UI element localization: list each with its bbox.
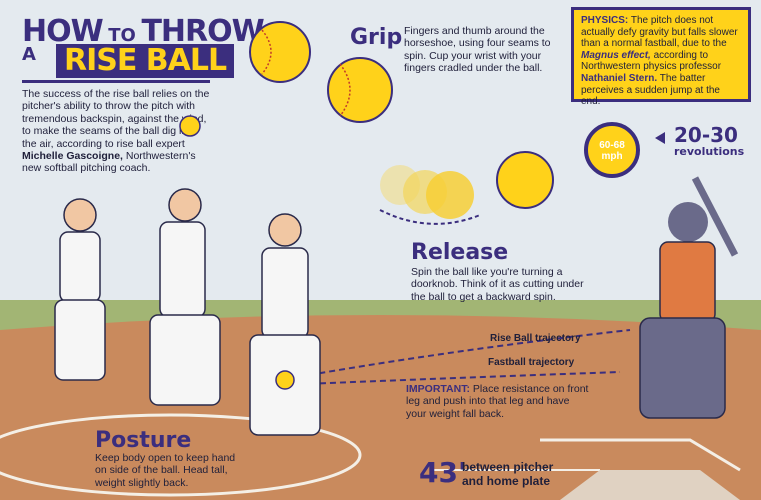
revolutions-label: revolutions — [674, 145, 745, 158]
distance-label-line-2: and home plate — [462, 474, 551, 488]
posture-text: Keep body open to keep hand on side of t… — [95, 452, 236, 489]
release-ball — [275, 370, 295, 390]
revolutions-value: 20-30 — [674, 123, 738, 147]
page-title: HOW TO THROW — [22, 14, 265, 49]
title-how: HOW — [22, 14, 104, 49]
title-to: TO — [108, 25, 136, 46]
title-throw: THROW — [141, 14, 264, 49]
pitcher-stage-1 — [54, 198, 106, 381]
physics-text-2: according to Northwestern physics profes… — [581, 49, 722, 73]
important-label: IMPORTANT: — [406, 383, 470, 395]
release-text: Spin the ball like you're turning a door… — [411, 266, 584, 303]
distance-label-line-1: between pitcher — [462, 460, 554, 474]
release-balls — [380, 151, 554, 219]
speed-value: 60-68 — [599, 140, 625, 151]
distance-value: 43' — [419, 456, 467, 489]
physics-label: PHYSICS: — [581, 15, 629, 26]
intro-block: The success of the rise ball relies on t… — [22, 88, 210, 175]
wind-up-ball — [179, 115, 201, 137]
physics-text-1: The pitch does not actually defy gravity… — [581, 15, 738, 50]
release-arc — [379, 209, 481, 225]
important-text: Place resistance on front leg and push i… — [406, 383, 589, 420]
expert-role: Northwestern's new softball pitching coa… — [22, 150, 196, 175]
distance-label: between pitcher and home plate — [462, 460, 553, 488]
title-underline — [22, 80, 210, 83]
expert-name: Michelle Gascoigne, — [22, 150, 123, 163]
batter — [639, 176, 739, 419]
title-rise-ball: RISE BALL — [56, 44, 235, 78]
release-heading: Release — [411, 240, 509, 265]
important-note: IMPORTANT: Place resistance on front leg… — [406, 383, 591, 420]
title-a: A — [22, 44, 36, 65]
physics-professor: Nathaniel Stern. — [581, 72, 658, 84]
grip-heading: Grip — [350, 25, 403, 50]
fastball-trajectory-label: Fastball trajectory — [488, 357, 575, 368]
physics-box: PHYSICS: The pitch does not actually def… — [571, 7, 751, 107]
intro-text: The success of the rise ball relies on t… — [22, 88, 210, 150]
physics-text-3: The batter perceives a sudden jump at th… — [581, 72, 720, 108]
revolutions: 20-30 revolutions — [674, 124, 744, 158]
speed-unit: mph — [601, 151, 623, 162]
pitcher-stage-2 — [149, 188, 221, 406]
posture-heading: Posture — [95, 428, 192, 453]
magnus-effect: Magnus effect, — [581, 49, 651, 61]
pitcher-stage-3 — [249, 213, 321, 436]
speed-badge: 60-68 mph — [584, 122, 640, 178]
revolutions-arrow-icon — [655, 132, 665, 144]
grip-text: Fingers and thumb around the horseshoe, … — [404, 25, 551, 75]
grip-ball-1 — [249, 21, 311, 83]
grip-ball-2 — [327, 57, 393, 123]
rise-trajectory-label: Rise Ball trajectory — [490, 333, 581, 344]
